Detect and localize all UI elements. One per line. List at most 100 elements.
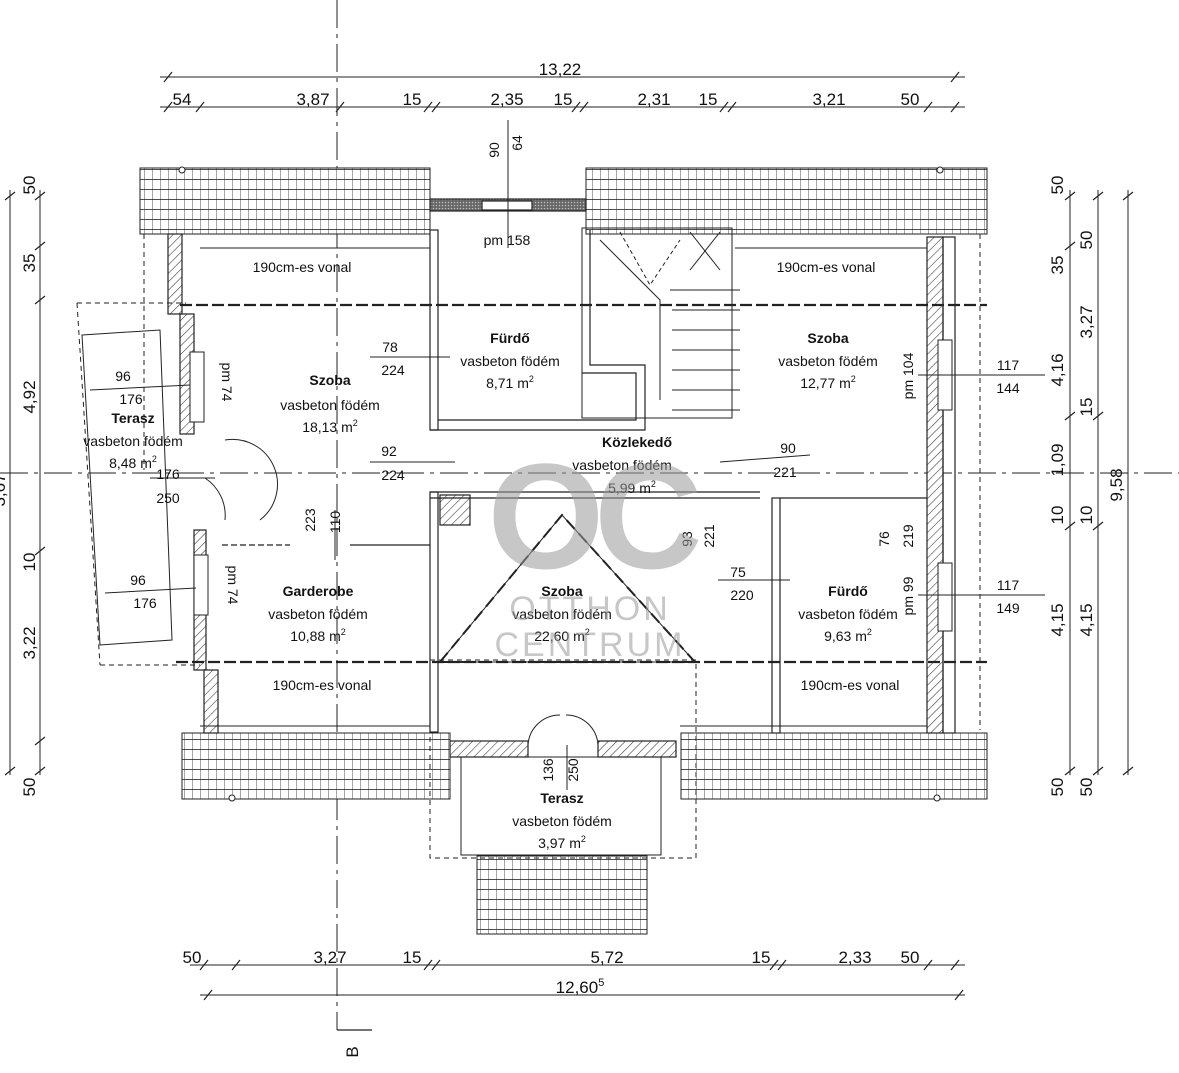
opening-size: 78 bbox=[382, 339, 398, 355]
room-floor: vasbeton födém bbox=[268, 606, 368, 622]
watermark-mark: OC bbox=[488, 432, 700, 600]
dim-right-inner: 1,09 bbox=[1048, 443, 1067, 476]
dim-top-seg: 3,87 bbox=[296, 90, 329, 109]
opening-size: 90 bbox=[780, 440, 796, 456]
room-floor: vasbeton födém bbox=[512, 606, 612, 622]
room-name: Terasz bbox=[540, 790, 583, 806]
room-area: 22,60 m2 bbox=[534, 627, 590, 644]
opening-pm: pm 74 bbox=[225, 566, 241, 605]
dim-right-inner: 50 bbox=[1048, 778, 1067, 797]
dim-bottom-seg: 50 bbox=[183, 948, 202, 967]
room-labels: Szoba vasbeton födém 18,13 m2 Fürdő vasb… bbox=[83, 330, 898, 851]
opening-pm: pm 74 bbox=[219, 363, 235, 402]
opening-size: 117 bbox=[997, 577, 1020, 593]
dim-right-outer: 50 bbox=[1077, 778, 1096, 797]
opening-labels: pm 158 pm 74 96 176 pm 74 96 176 176 250… bbox=[115, 232, 1020, 782]
opening-height: 76 bbox=[876, 531, 892, 547]
dim-bottom-seg: 15 bbox=[752, 948, 771, 967]
opening-size: 144 bbox=[996, 380, 1020, 396]
east-windows bbox=[189, 339, 953, 632]
opening-lines bbox=[89, 356, 1045, 790]
dim-right-total: 9,58 bbox=[1107, 468, 1126, 501]
dim-bottom-seg: 5,72 bbox=[590, 948, 623, 967]
dim-top-seg: 54 bbox=[173, 90, 192, 109]
line-190-label: 190cm-es vonal bbox=[801, 677, 900, 693]
roof-tiles bbox=[139, 166, 988, 935]
dim-right-inner: 35 bbox=[1048, 256, 1067, 275]
watermark-line1: OTTHON bbox=[509, 590, 671, 628]
dimension-ticks bbox=[4, 71, 1134, 1001]
opening-size: 224 bbox=[381, 362, 405, 378]
watermark-line2: CENTRUM bbox=[495, 626, 686, 664]
west-terrace bbox=[76, 302, 200, 666]
dim-bottom-seg: 2,33 bbox=[838, 948, 871, 967]
line-190-label: 190cm-es vonal bbox=[273, 677, 372, 693]
dim-top-seg: 15 bbox=[403, 90, 422, 109]
dim-right-outer: 3,27 bbox=[1077, 305, 1096, 338]
opening-size: 75 bbox=[730, 564, 746, 580]
watermark-logo: OC OTTHON CENTRUM bbox=[488, 432, 710, 664]
dim-left-seg: 35 bbox=[20, 254, 39, 273]
dim-left-seg: 50 bbox=[20, 778, 39, 797]
opening-size: 176 bbox=[156, 466, 180, 482]
room-name: Fürdő bbox=[828, 583, 868, 599]
opening-height: 110 bbox=[327, 511, 343, 534]
dim-top-seg: 15 bbox=[554, 90, 573, 109]
dim-top-total: 13,22 bbox=[539, 60, 582, 79]
room-name: Szoba bbox=[807, 330, 848, 346]
dim-bottom-seg: 15 bbox=[403, 948, 422, 967]
dim-right-inner: 4,16 bbox=[1048, 353, 1067, 386]
room-area: 5,99 m2 bbox=[608, 479, 656, 496]
dim-right-inner: 50 bbox=[1048, 176, 1067, 195]
190cm-labels: 190cm-es vonal 190cm-es vonal 190cm-es v… bbox=[253, 259, 900, 693]
opening-height: 136 bbox=[540, 758, 556, 782]
room-floor: vasbeton födém bbox=[512, 813, 612, 829]
room-area: 18,13 m2 bbox=[302, 418, 358, 435]
dim-left-seg: 3,22 bbox=[20, 626, 39, 659]
opening-size: 92 bbox=[381, 443, 397, 459]
room-floor: vasbeton födém bbox=[572, 457, 672, 473]
dim-right-outer: 10 bbox=[1077, 506, 1096, 525]
dim-right-inner: 10 bbox=[1048, 506, 1067, 525]
room-floor: vasbeton födém bbox=[280, 397, 380, 413]
opening-size: 176 bbox=[133, 595, 157, 611]
room-floor: vasbeton födém bbox=[798, 606, 898, 622]
attic-lines bbox=[143, 234, 981, 730]
room-area: 3,97 m2 bbox=[538, 834, 586, 851]
opening-pm: pm 104 bbox=[900, 352, 916, 399]
opening-pm: pm 99 bbox=[900, 576, 916, 615]
dim-top-seg: 3,21 bbox=[812, 90, 845, 109]
axis-lines bbox=[0, 0, 1179, 1030]
dim-top-seg: 2,31 bbox=[637, 90, 670, 109]
opening-size: 117 bbox=[997, 357, 1020, 373]
room-name: Fürdő bbox=[490, 330, 530, 346]
room-name: Közlekedő bbox=[602, 434, 672, 450]
dim-bottom-total: 12,605 bbox=[556, 977, 605, 997]
opening-size: 250 bbox=[156, 490, 180, 506]
room-area: 12,77 m2 bbox=[800, 374, 856, 391]
dim-left-seg: 3,67 bbox=[0, 473, 9, 506]
opening-size: 149 bbox=[996, 600, 1020, 616]
dim-right-outer: 50 bbox=[1077, 231, 1096, 250]
opening-height: 219 bbox=[900, 524, 916, 548]
staircase bbox=[581, 227, 740, 419]
room-area: 8,48 m2 bbox=[109, 454, 157, 471]
190cm-lines bbox=[176, 303, 987, 664]
dim-left-seg: 50 bbox=[20, 176, 39, 195]
line-190-label: 190cm-es vonal bbox=[253, 259, 352, 275]
dim-top-seg: 2,35 bbox=[490, 90, 523, 109]
room-area: 9,63 m2 bbox=[824, 627, 872, 644]
opening-height: 250 bbox=[565, 758, 581, 782]
dim-left-seg: 4,92 bbox=[20, 380, 39, 413]
dim-right-inner: 4,15 bbox=[1048, 603, 1067, 636]
opening-size: 96 bbox=[115, 368, 131, 384]
opening-height: 223 bbox=[302, 508, 318, 532]
dim-top-vertical: 90 bbox=[486, 142, 502, 158]
line-190-label: 190cm-es vonal bbox=[777, 259, 876, 275]
room-floor: vasbeton födém bbox=[460, 353, 560, 369]
opening-size: 220 bbox=[730, 587, 754, 603]
opening-size: 221 bbox=[773, 464, 797, 480]
dim-right-outer: 4,15 bbox=[1077, 603, 1096, 636]
dim-bottom-seg: 3,27 bbox=[313, 948, 346, 967]
